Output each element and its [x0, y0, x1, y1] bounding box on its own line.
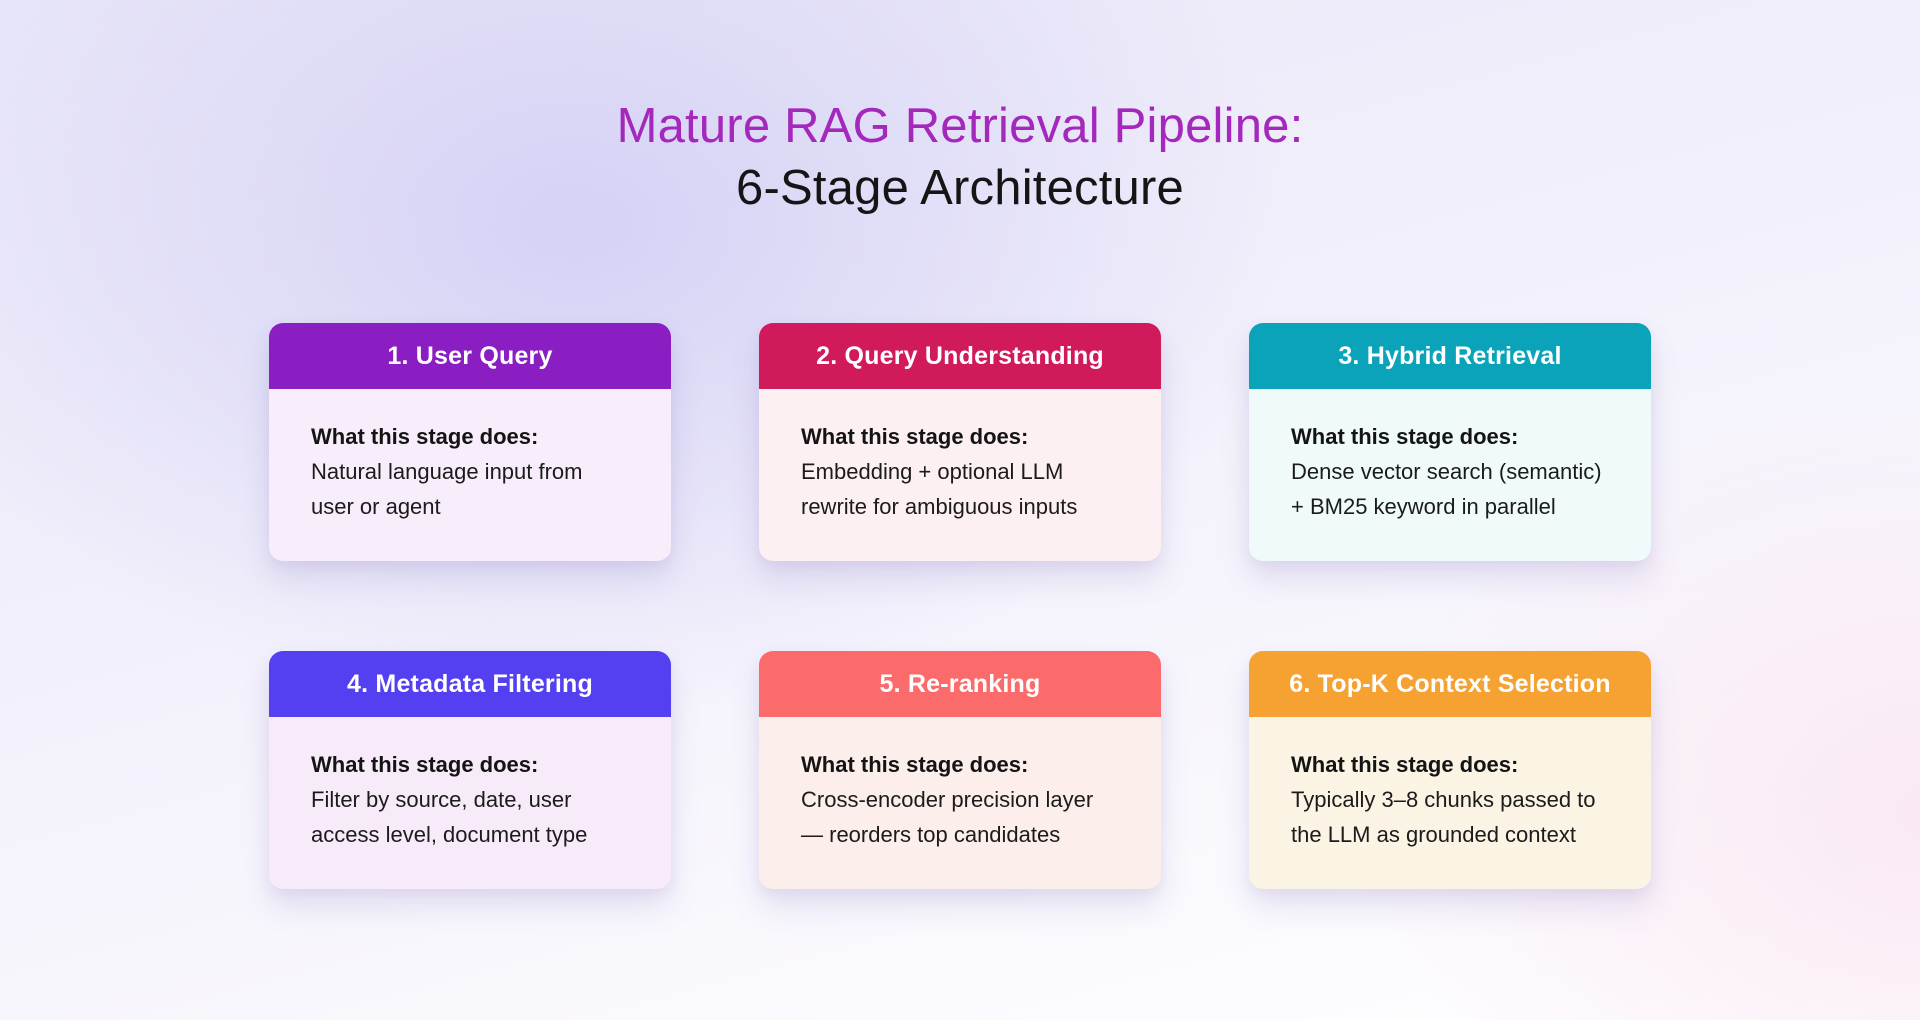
stage-card-title: 6. Top-K Context Selection	[1289, 669, 1611, 698]
stage-card-description: Natural language input from user or agen…	[311, 459, 583, 520]
stage-card-top-k-context-selection: 6. Top-K Context Selection What this sta…	[1249, 651, 1651, 890]
stage-card-title: 5. Re-ranking	[879, 669, 1041, 698]
stage-card-query-understanding: 2. Query Understanding What this stage d…	[759, 323, 1161, 562]
stage-card-body: What this stage does: Cross-encoder prec…	[759, 717, 1161, 852]
stage-card-title: 4. Metadata Filtering	[347, 669, 593, 698]
stage-card-description: Filter by source, date, user access leve…	[311, 787, 588, 848]
stage-card-body: What this stage does: Typically 3–8 chun…	[1249, 717, 1651, 852]
page-title-line1: Mature RAG Retrieval Pipeline:	[616, 99, 1304, 153]
stage-card-header: 1. User Query	[269, 323, 671, 390]
stage-card-body: What this stage does: Dense vector searc…	[1249, 389, 1651, 524]
stage-card-header: 4. Metadata Filtering	[269, 651, 671, 718]
stage-card-description: Embedding + optional LLM rewrite for amb…	[801, 459, 1078, 520]
stage-card-label: What this stage does:	[311, 752, 539, 778]
page-title-line2: 6-Stage Architecture	[736, 160, 1184, 215]
stage-card-title: 3. Hybrid Retrieval	[1338, 341, 1562, 370]
stage-card-label: What this stage does:	[1291, 752, 1519, 778]
stage-card-user-query: 1. User Query What this stage does: Natu…	[269, 323, 671, 562]
stage-card-header: 2. Query Understanding	[759, 323, 1161, 390]
stage-card-header: 6. Top-K Context Selection	[1249, 651, 1651, 718]
stage-card-body: What this stage does: Embedding + option…	[759, 389, 1161, 524]
stage-card-label: What this stage does:	[1291, 424, 1519, 450]
stage-card-title: 1. User Query	[387, 341, 553, 370]
stage-card-title: 2. Query Understanding	[816, 341, 1104, 370]
stage-card-label: What this stage does:	[801, 752, 1029, 778]
stage-card-header: 5. Re-ranking	[759, 651, 1161, 718]
stage-card-header: 3. Hybrid Retrieval	[1249, 323, 1651, 390]
stage-card-description: Typically 3–8 chunks passed to the LLM a…	[1291, 787, 1596, 848]
stage-card-label: What this stage does:	[311, 424, 539, 450]
stage-card-description: Dense vector search (semantic) + BM25 ke…	[1291, 459, 1602, 520]
stage-card-description: Cross-encoder precision layer — reorders…	[801, 787, 1094, 848]
stage-card-metadata-filtering: 4. Metadata Filtering What this stage do…	[269, 651, 671, 890]
stage-card-label: What this stage does:	[801, 424, 1029, 450]
stage-card-body: What this stage does: Filter by source, …	[269, 717, 671, 852]
stage-card-re-ranking: 5. Re-ranking What this stage does: Cros…	[759, 651, 1161, 890]
stages-grid: 1. User Query What this stage does: Natu…	[269, 323, 1651, 890]
stage-card-hybrid-retrieval: 3. Hybrid Retrieval What this stage does…	[1249, 323, 1651, 562]
page-header: Mature RAG Retrieval Pipeline: 6-Stage A…	[617, 96, 1304, 219]
stage-card-body: What this stage does: Natural language i…	[269, 389, 671, 524]
